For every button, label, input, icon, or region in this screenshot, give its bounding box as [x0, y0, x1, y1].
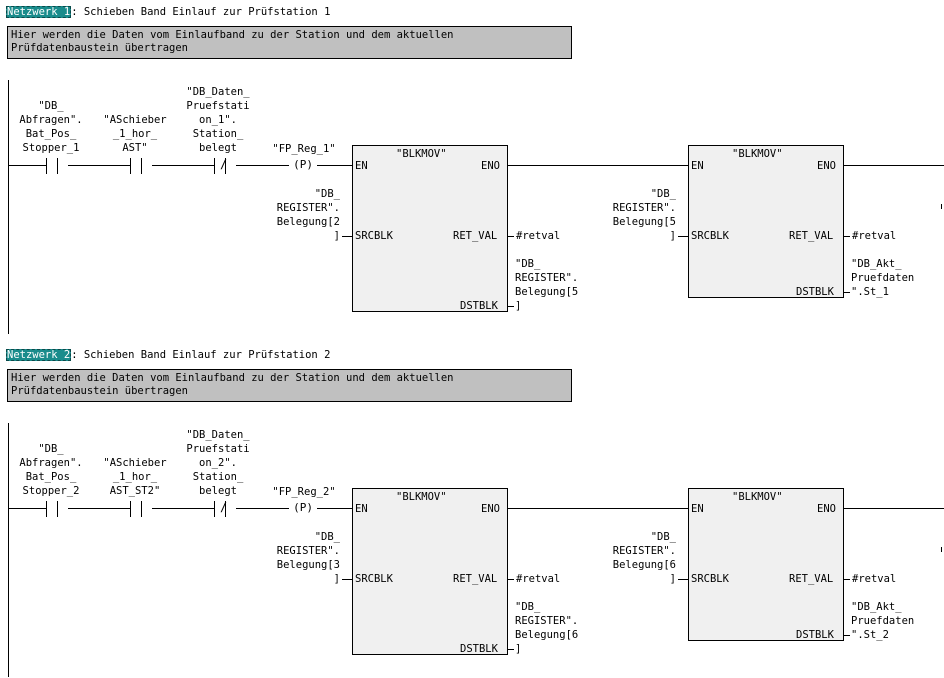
- contact-operand: "DB_Daten_ Pruefstati on_1". Station_ be…: [186, 86, 250, 154]
- srcblk-pin[interactable]: SRCBLK: [355, 573, 393, 585]
- rung-line: [844, 508, 944, 509]
- coil-symbol: P: [299, 158, 307, 171]
- dstblk-operand[interactable]: "DB_Akt_ Pruefdaten ".St_2: [851, 601, 915, 641]
- en-pin[interactable]: EN: [355, 160, 368, 172]
- pin-line: [678, 236, 688, 237]
- dstblk-operand[interactable]: "DB_ REGISTER". Belegung[6 ]: [515, 601, 579, 655]
- network: Netzwerk 1: Schieben Band Einlauf zur Pr…: [0, 0, 944, 335]
- power-rail: [8, 423, 9, 677]
- pin-line: [508, 306, 514, 307]
- srcblk-operand[interactable]: "DB_ REGISTER". Belegung[6 ]: [612, 531, 676, 585]
- pin-line: [844, 635, 850, 636]
- block-name: "BLKMOV": [732, 491, 783, 503]
- normally-open-contact-icon[interactable]: [130, 158, 152, 174]
- pin-line: [678, 579, 688, 580]
- rung-line: [508, 508, 688, 509]
- contact-operand: "DB_ Abfragen". Bat_Pos_ Stopper_1: [19, 100, 83, 154]
- coil-symbol: P: [299, 501, 307, 514]
- pin-line: [508, 579, 514, 580]
- normally-open-contact-icon[interactable]: [46, 158, 68, 174]
- rung-line: [508, 165, 688, 166]
- contact-operand: "DB_ Abfragen". Bat_Pos_ Stopper_2: [19, 443, 83, 497]
- dstblk-pin[interactable]: DSTBLK: [796, 286, 834, 298]
- network-comment[interactable]: Hier werden die Daten vom Einlaufband zu…: [7, 26, 572, 59]
- dstblk-operand[interactable]: "DB_ REGISTER". Belegung[5 ]: [515, 258, 579, 312]
- network-title-text: : Schieben Band Einlauf zur Prüfstation …: [71, 349, 331, 361]
- network: Netzwerk 2: Schieben Band Einlauf zur Pr…: [0, 343, 944, 678]
- eno-pin[interactable]: ENO: [481, 160, 500, 172]
- blkmov-block[interactable]: [352, 488, 508, 655]
- normally-closed-contact-icon[interactable]: /: [214, 157, 236, 174]
- dstblk-pin[interactable]: DSTBLK: [460, 643, 498, 655]
- eno-pin[interactable]: ENO: [481, 503, 500, 515]
- edge-marker: [941, 204, 942, 209]
- network-title[interactable]: Netzwerk 1: Schieben Band Einlauf zur Pr…: [6, 6, 330, 18]
- normally-open-contact-icon[interactable]: [46, 501, 68, 517]
- pin-line: [508, 649, 514, 650]
- ret-val-operand[interactable]: #retval: [852, 230, 897, 242]
- block-name: "BLKMOV": [396, 148, 447, 160]
- contact-operand: "ASchieber _1_hor_ AST_ST2": [103, 457, 167, 497]
- dstblk-pin[interactable]: DSTBLK: [460, 300, 498, 312]
- pin-line: [342, 236, 352, 237]
- coil-operand: "FP_Reg_2": [272, 486, 336, 498]
- srcblk-operand[interactable]: "DB_ REGISTER". Belegung[2 ]: [276, 188, 340, 242]
- blkmov-block[interactable]: [688, 488, 844, 641]
- network-title-text: : Schieben Band Einlauf zur Prüfstation …: [71, 6, 331, 18]
- positive-edge-coil-icon[interactable]: (P): [289, 499, 317, 517]
- network-title[interactable]: Netzwerk 2: Schieben Band Einlauf zur Pr…: [6, 349, 330, 361]
- rung-line: [8, 508, 353, 509]
- eno-pin[interactable]: ENO: [817, 160, 836, 172]
- eno-pin[interactable]: ENO: [817, 503, 836, 515]
- pin-line: [508, 236, 514, 237]
- en-pin[interactable]: EN: [691, 160, 704, 172]
- pin-line: [342, 579, 352, 580]
- rung-line: [8, 165, 353, 166]
- blkmov-block[interactable]: [352, 145, 508, 312]
- dstblk-pin[interactable]: DSTBLK: [796, 629, 834, 641]
- dstblk-operand[interactable]: "DB_Akt_ Pruefdaten ".St_1: [851, 258, 915, 298]
- block-name: "BLKMOV": [396, 491, 447, 503]
- network-comment[interactable]: Hier werden die Daten vom Einlaufband zu…: [7, 369, 572, 402]
- ret-val-operand[interactable]: #retval: [852, 573, 897, 585]
- srcblk-pin[interactable]: SRCBLK: [355, 230, 393, 242]
- pin-line: [844, 579, 850, 580]
- power-rail: [8, 80, 9, 334]
- ret-val-operand[interactable]: #retval: [516, 573, 561, 585]
- ret-val-pin[interactable]: RET_VAL: [789, 573, 834, 585]
- srcblk-operand[interactable]: "DB_ REGISTER". Belegung[5 ]: [612, 188, 676, 242]
- normally-closed-contact-icon[interactable]: /: [214, 500, 236, 517]
- normally-open-contact-icon[interactable]: [130, 501, 152, 517]
- network-badge[interactable]: Netzwerk 1: [6, 6, 72, 18]
- positive-edge-coil-icon[interactable]: (P): [289, 156, 317, 174]
- srcblk-pin[interactable]: SRCBLK: [691, 230, 729, 242]
- ret-val-pin[interactable]: RET_VAL: [453, 230, 498, 242]
- srcblk-operand[interactable]: "DB_ REGISTER". Belegung[3 ]: [276, 531, 340, 585]
- srcblk-pin[interactable]: SRCBLK: [691, 573, 729, 585]
- pin-line: [844, 236, 850, 237]
- block-name: "BLKMOV": [732, 148, 783, 160]
- ret-val-pin[interactable]: RET_VAL: [453, 573, 498, 585]
- rung-line: [844, 165, 944, 166]
- ret-val-operand[interactable]: #retval: [516, 230, 561, 242]
- coil-operand: "FP_Reg_1": [272, 143, 336, 155]
- contact-operand: "ASchieber _1_hor_ AST": [103, 114, 167, 154]
- network-badge[interactable]: Netzwerk 2: [6, 349, 72, 361]
- en-pin[interactable]: EN: [691, 503, 704, 515]
- contact-operand: "DB_Daten_ Pruefstati on_2". Station_ be…: [186, 429, 250, 497]
- pin-line: [844, 292, 850, 293]
- blkmov-block[interactable]: [688, 145, 844, 298]
- edge-marker: [941, 547, 942, 552]
- en-pin[interactable]: EN: [355, 503, 368, 515]
- ret-val-pin[interactable]: RET_VAL: [789, 230, 834, 242]
